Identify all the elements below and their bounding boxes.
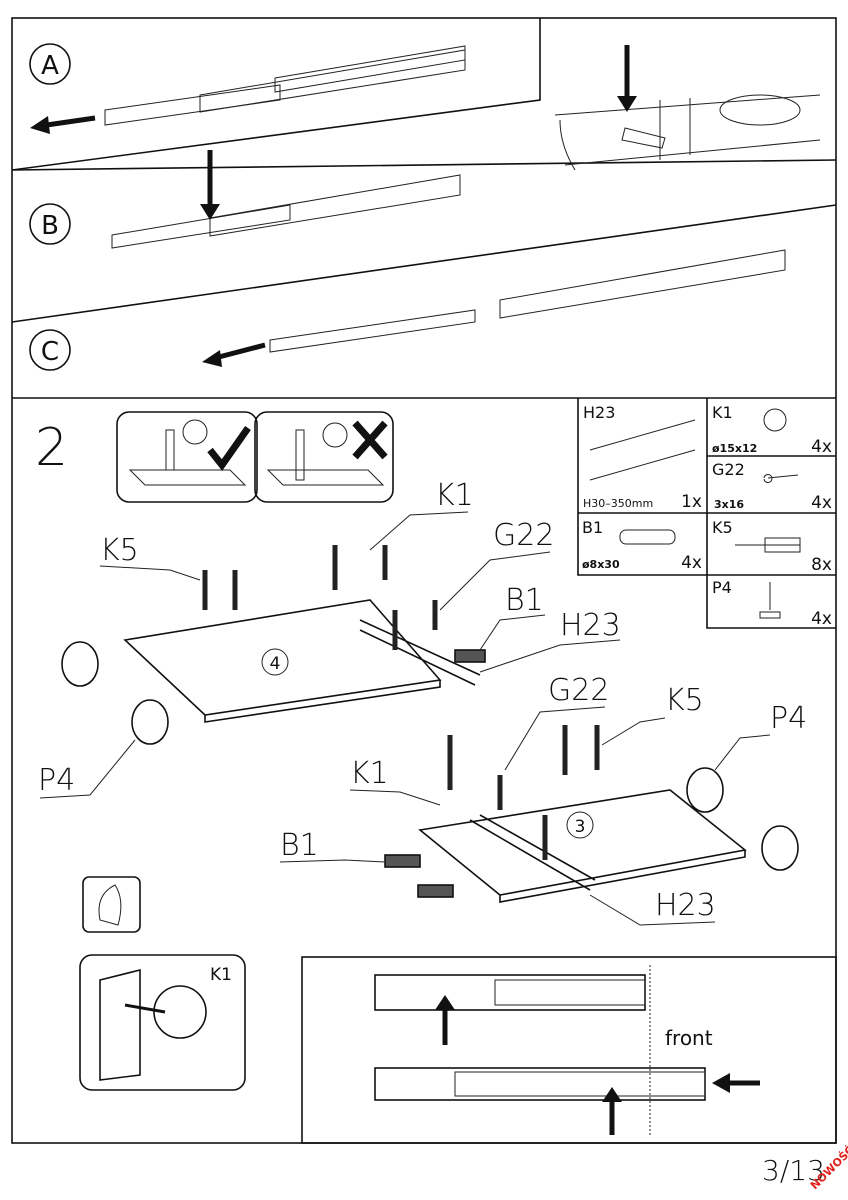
- step-b: B: [29, 150, 461, 249]
- incorrect-example: [254, 411, 394, 503]
- part-code: K5: [712, 518, 733, 537]
- part-qty: 8x: [811, 555, 832, 575]
- parts-table: H23 H30–350mm 1x K1 ø15x12 4x G22 3x16 4…: [577, 398, 836, 629]
- callout-p4: P4: [770, 701, 807, 736]
- cam-lock-icon: [153, 985, 207, 1039]
- step-a-label: A: [41, 51, 59, 81]
- smiley-happy-icon: [182, 419, 208, 445]
- part-spec: ø8x30: [582, 558, 620, 571]
- correct-example: [116, 411, 258, 503]
- step-a: A: [29, 43, 821, 171]
- arrow-left-icon: [214, 342, 266, 361]
- callout-k5: K5: [100, 533, 139, 568]
- part-spec: 3x16: [714, 498, 744, 511]
- step-a-badge: [29, 43, 71, 85]
- callout-k5: K5: [665, 683, 704, 718]
- callout-k1: K1: [435, 478, 474, 513]
- cross-icon: [352, 420, 388, 460]
- panel-4-assembly: 4 K5 K1 G22 B1 H23 P4: [38, 478, 621, 799]
- step-c-badge: [29, 329, 71, 371]
- arrow-head-icon: [30, 116, 50, 134]
- information-hand-icon: [82, 876, 141, 933]
- callout-k1: K1: [350, 756, 389, 791]
- checkmark-icon: [207, 425, 251, 471]
- divider-ab: [11, 159, 837, 171]
- panel-3-assembly: 3 G22 K5 P4 K1 B1 H23: [279, 673, 807, 926]
- k1-detail: K1: [79, 954, 246, 1091]
- callout-p4: P4: [38, 763, 75, 798]
- arrow-left-icon: [39, 115, 96, 129]
- slide-front-detail: front: [301, 956, 837, 1144]
- cam-lock-icon: [763, 408, 787, 432]
- callout-k1: K1: [210, 965, 232, 985]
- glide-icon: [686, 767, 724, 813]
- panel-3-label: 3: [575, 817, 586, 837]
- part-qty: 1x: [681, 492, 702, 512]
- smiley-sad-icon: [322, 422, 348, 448]
- step-c-label: C: [41, 337, 59, 367]
- part-qty: 4x: [811, 493, 832, 513]
- part-code: G22: [712, 460, 745, 479]
- part-code: B1: [582, 518, 603, 537]
- front-label: front: [665, 1026, 713, 1050]
- callout-h23: H23: [655, 888, 716, 923]
- screw-icon: [763, 474, 799, 483]
- part-code: P4: [712, 578, 732, 597]
- callout-b1: B1: [280, 828, 319, 863]
- glide-icon: [61, 641, 99, 687]
- step-b-label: B: [41, 211, 59, 241]
- step-c: C: [29, 249, 786, 371]
- part-qty: 4x: [681, 553, 702, 573]
- glide-nail-icon: [759, 582, 781, 619]
- part-code: K1: [712, 403, 733, 422]
- callout-b1: B1: [505, 583, 544, 618]
- callout-h23: H23: [560, 608, 621, 643]
- part-spec: ø15x12: [712, 442, 757, 455]
- step-number: 2: [35, 418, 68, 478]
- divider-bc: [11, 204, 837, 323]
- drawer-slide-a: [104, 45, 466, 126]
- glide-icon: [131, 699, 169, 745]
- panel-4-label: 4: [270, 654, 281, 674]
- divider-a: [11, 18, 541, 171]
- dowel-icon: [619, 529, 676, 545]
- cam-bolt-icon: [735, 537, 801, 553]
- step-b-badge: [29, 203, 71, 245]
- page-number: 3/13: [762, 1154, 825, 1187]
- slide-release-detail: [554, 45, 821, 171]
- callout-g22: G22: [548, 673, 609, 708]
- part-qty: 4x: [811, 437, 832, 457]
- callout-g22: G22: [493, 518, 554, 553]
- part-spec: H30–350mm: [583, 497, 653, 510]
- drawer-slide-icon: [589, 419, 696, 481]
- part-code: H23: [583, 403, 615, 422]
- part-qty: 4x: [811, 609, 832, 629]
- glide-icon: [761, 825, 799, 871]
